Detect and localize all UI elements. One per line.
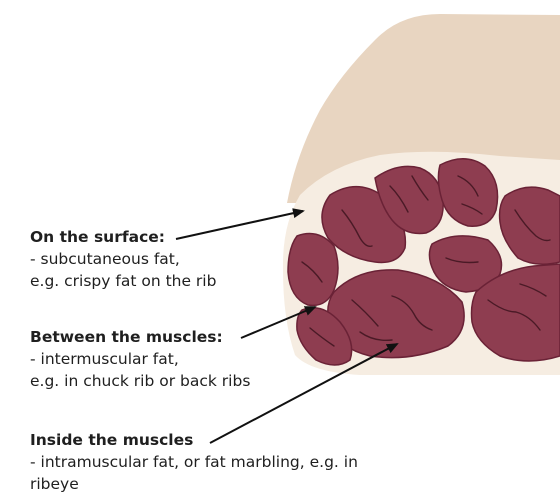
surface-fat-heading: On the surface: [30,226,216,248]
surface-fat-example: e.g. crispy fat on the rib [30,270,216,292]
surface-fat-description: - subcutaneous fat, [30,248,216,270]
surface-fat-label: On the surface: - subcutaneous fat, e.g.… [30,226,216,292]
intramuscular-fat-description: - intramuscular fat, or fat marbling, e.… [30,451,358,473]
intermuscular-fat-description: - intermuscular fat, [30,348,250,370]
intramuscular-fat-example: ribeye [30,473,358,495]
intramuscular-fat-label: Inside the muscles - intramuscular fat, … [30,429,358,495]
intermuscular-fat-example: e.g. in chuck rib or back ribs [30,370,250,392]
intramuscular-fat-heading: Inside the muscles [30,429,358,451]
intermuscular-fat-heading: Between the muscles: [30,326,250,348]
muscle [288,234,338,306]
intermuscular-fat-label: Between the muscles: - intermuscular fat… [30,326,250,392]
